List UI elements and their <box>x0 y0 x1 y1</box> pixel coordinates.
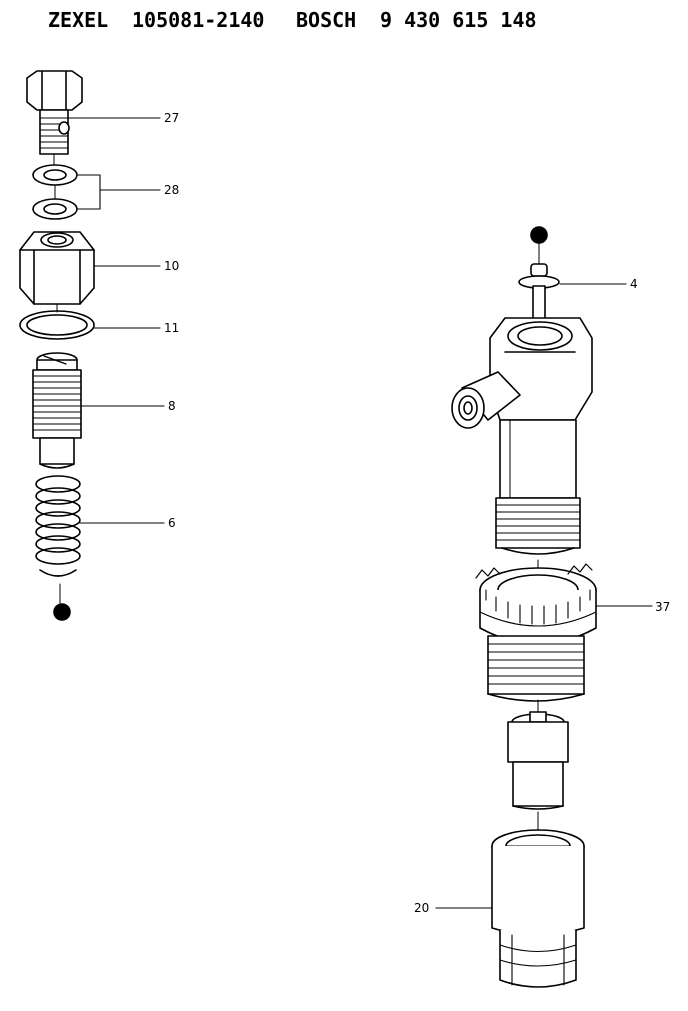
brand-bosch: BOSCH <box>296 8 357 32</box>
callout-11: 11 <box>164 321 179 335</box>
nozzle-tip <box>507 699 569 810</box>
part-20-nozzle-nut <box>491 811 585 988</box>
part-10-hex-nut <box>19 231 95 305</box>
connection-marker-left <box>53 583 71 621</box>
connection-marker-right <box>530 226 548 265</box>
callout-37: 37 <box>655 600 670 614</box>
callout-8: 8 <box>168 399 176 413</box>
part-28-washers <box>32 164 78 220</box>
callout-27: 27 <box>164 111 179 125</box>
part-6-spring <box>35 475 81 577</box>
part-27-bolt <box>26 70 83 166</box>
part-number-zexel: 105081-2140 <box>132 8 265 32</box>
callout-4: 4 <box>630 277 638 291</box>
part-11-o-ring <box>19 303 95 340</box>
callout-10: 10 <box>164 259 179 273</box>
callout-labels: 27 28 10 11 8 6 4 37 20 <box>164 111 670 915</box>
part-37-retaining-nut <box>475 559 597 702</box>
leader-lines <box>65 117 653 909</box>
brand-zexel: ZEXEL <box>48 8 109 32</box>
part-8-threaded-body <box>32 352 82 469</box>
part-number-bosch: 9 430 615 148 <box>380 8 537 32</box>
callout-20: 20 <box>414 901 429 915</box>
callout-28: 28 <box>164 183 179 197</box>
nozzle-holder-body <box>451 317 593 555</box>
callout-6: 6 <box>168 516 176 530</box>
